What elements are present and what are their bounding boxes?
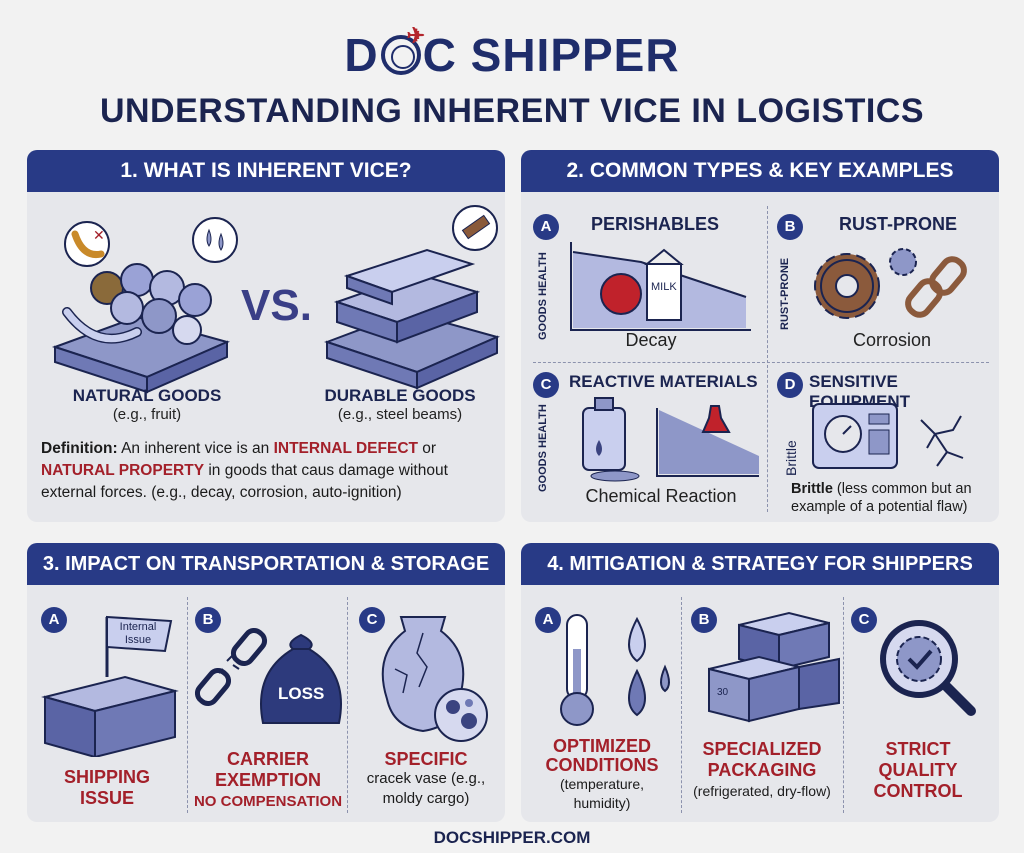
natural-goods-title: NATURAL GOODS (72, 386, 222, 405)
natural-goods-caption: NATURAL GOODS (e.g., fruit) (57, 386, 237, 423)
water-drops-icon (192, 217, 238, 263)
durable-goods-example: (e.g., steel beams) (337, 406, 463, 423)
chemical-reaction-caption: Chemical Reaction (585, 486, 737, 506)
logo-text-right: C SHIPPER (422, 29, 680, 81)
page-title: UNDERSTANDING INHERENT VICE IN LOGISTICS (99, 92, 925, 130)
no-banana-icon: ✕ (64, 221, 110, 267)
badge-a: A (535, 607, 561, 633)
durable-goods-title: DURABLE GOODS (324, 386, 476, 405)
goods-health-axis: GOODS HEALTH (537, 252, 549, 340)
badge-b: B (691, 607, 717, 633)
reactive-materials-title: REACTIVE MATERIALS (569, 372, 758, 391)
svg-text:30: 30 (717, 687, 729, 698)
badge-c: C (851, 607, 877, 633)
broken-chain-money-bag-illustration: LOSS (194, 627, 342, 724)
specialized-packaging-caption: SPECIALIZED PACKAGING (refrigerated, dry… (681, 739, 843, 802)
corrosion-caption: Corrosion (852, 330, 932, 350)
badge-b: B (195, 607, 221, 633)
specific-line2: cracek vase (e.g., (366, 770, 486, 787)
svg-text:LOSS: LOSS (278, 684, 324, 703)
definition-label: Definition: (41, 440, 118, 457)
fruit-pallet (51, 263, 230, 394)
strict-quality-control-caption: STRICT QUALITY CONTROL (843, 739, 993, 802)
decay-chart-illustration: MILK (570, 242, 751, 331)
specialized-line3: (refrigerated, dry-flow) (693, 783, 831, 799)
globe-icon: ✈ (380, 23, 425, 75)
badge-a: A (41, 607, 67, 633)
logo: D ✈C SHIPPER (0, 23, 1024, 82)
specific-caption: SPECIFIC cracek vase (e.g., moldy cargo) (347, 749, 505, 809)
vs-label: VS. (241, 281, 312, 330)
natural-goods-illustration: ✕ VS. (51, 205, 500, 394)
badge-b: B (777, 214, 803, 240)
specialized-line1: SPECIALIZED (702, 739, 822, 759)
brittle-rest: (less common but an example of a potenti… (791, 481, 972, 515)
panel-common-types: 2. COMMON TYPES & KEY EXAMPLES A PERISHA… (521, 150, 999, 522)
rusty-bar-icon (452, 205, 498, 251)
brittle-axis: Brittle (783, 440, 799, 476)
panel-heading: 2. COMMON TYPES & KEY EXAMPLES (521, 150, 999, 192)
optimized-line3: (temperature, (559, 776, 645, 792)
strict-line1: STRICT (885, 739, 951, 759)
panel-heading: 1. WHAT IS INHERENT VICE? (27, 150, 505, 192)
specific-line1: SPECIFIC (384, 749, 468, 769)
internal-issue-flag: Internal Issue (119, 621, 157, 646)
panel-heading: 4. MITIGATION & STRATEGY FOR SHIPPERS (521, 543, 999, 585)
panel-impact: 3. IMPACT ON TRANSPORTATION & STORAGE A … (27, 543, 505, 822)
thermometer-drops-illustration (560, 614, 670, 726)
goods-health-axis-2: GOODS HEALTH (537, 404, 549, 492)
shipping-issue-line2: ISSUE (79, 788, 135, 808)
carrier-exemption-line1: CARRIER (226, 749, 309, 769)
shipping-issue-line1: SHIPPING (63, 767, 151, 787)
decay-caption: Decay (625, 330, 677, 350)
panel-heading: 3. IMPACT ON TRANSPORTATION & STORAGE (27, 543, 505, 585)
optimized-conditions-caption: OPTIMIZED CONDITIONS (temperature, humid… (527, 737, 677, 813)
badge-a: A (533, 214, 559, 240)
no-compensation-line: NO COMPENSATION (193, 793, 343, 810)
natural-goods-example: (e.g., fruit) (112, 406, 182, 423)
airplane-icon: ✈ (406, 23, 427, 48)
definition-text: Definition: An inherent vice is an INTER… (41, 438, 499, 504)
rust-prone-title: RUST-PRONE (839, 214, 958, 234)
brittle-caption: Brittle (less common but an example of a… (791, 480, 991, 516)
carrier-exemption-caption: CARRIER EXEMPTION NO COMPENSATION (189, 749, 347, 812)
steel-beams-pallet (324, 248, 500, 390)
definition-part3: in goods that caus damage without extern… (41, 462, 448, 501)
perishables-title: PERISHABLES (591, 214, 720, 234)
svg-text:MILK: MILK (651, 281, 677, 293)
badge-d: D (777, 372, 803, 398)
definition-part2: or (417, 440, 437, 457)
sensitive-equipment-illustration (812, 403, 964, 469)
shipping-container-illustration (41, 615, 179, 757)
internal-defect-highlight: INTERNAL DEFECT (273, 440, 418, 457)
durable-goods-caption: DURABLE GOODS (e.g., steel beams) (305, 386, 495, 423)
badge-c: C (359, 607, 385, 633)
logo-text-left: D (344, 29, 379, 81)
strict-line2: QUALITY (878, 760, 958, 780)
cracked-vase-moldy-cargo-illustration (381, 616, 488, 742)
brittle-bold: Brittle (791, 481, 833, 497)
optimized-line1: OPTIMIZED (553, 736, 651, 756)
rust-prone-axis: RUST-PRONE (779, 257, 791, 330)
carrier-exemption-line2: EXEMPTION (214, 770, 321, 790)
chemical-reaction-illustration (582, 397, 759, 482)
specific-line3: moldy cargo) (382, 790, 470, 807)
badge-c: C (533, 372, 559, 398)
optimized-line2: CONDITIONS (545, 755, 659, 775)
strict-line3: CONTROL (873, 781, 963, 801)
magnifier-check-icon (880, 620, 976, 716)
specialized-line2: PACKAGING (707, 760, 817, 780)
footer-url[interactable]: DOCSHIPPER.COM (433, 828, 591, 847)
optimized-line4: humidity) (573, 795, 631, 811)
natural-property-highlight: NATURAL PROPERTY (41, 462, 205, 479)
rusty-gear-chain-illustration (814, 248, 967, 319)
shipping-issue-caption: SHIPPING ISSUE (37, 767, 177, 809)
panel-mitigation: 4. MITIGATION & STRATEGY FOR SHIPPERS A … (521, 543, 999, 822)
stacked-containers-illustration: 30 (708, 611, 840, 723)
svg-text:✕: ✕ (93, 227, 105, 243)
definition-part1: An inherent vice is an (117, 440, 274, 457)
panel-what-is-inherent-vice: 1. WHAT IS INHERENT VICE? ✕ VS. (27, 150, 505, 522)
